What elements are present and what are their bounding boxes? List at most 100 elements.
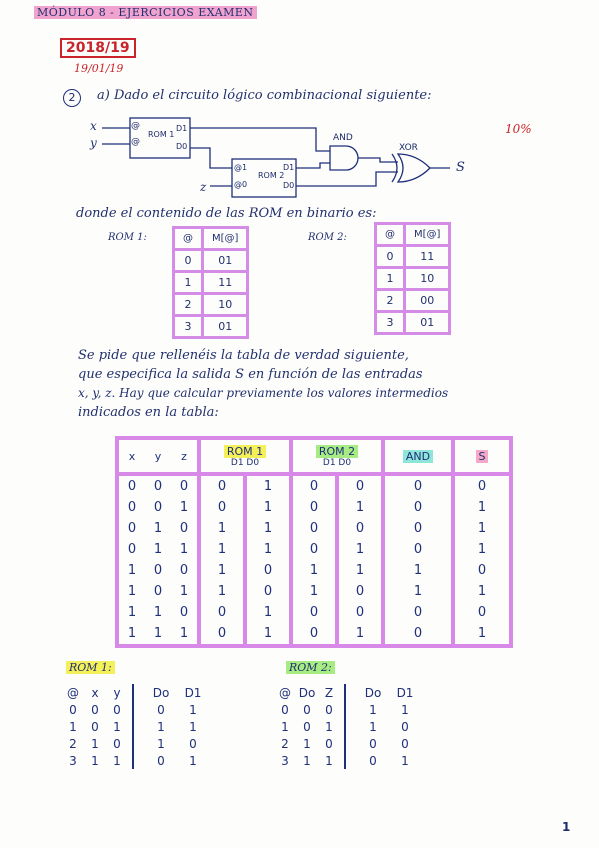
truth-table-cell: 0	[289, 602, 339, 623]
question-text: Se pide que rellenéis la tabla de verdad…	[78, 346, 578, 422]
input-y-label: y	[90, 136, 97, 150]
truth-table-cell: 0	[153, 479, 163, 494]
rom2-box	[231, 158, 297, 198]
truth-table-cell: 1	[243, 474, 293, 497]
truth-table-cell: 0	[197, 623, 247, 648]
col-rom2: ROM 2 D1 D0	[289, 436, 385, 476]
truth-table-cell: 0	[381, 623, 455, 648]
truth-table-cell: 0	[243, 581, 293, 602]
truth-table-cell: 0	[289, 623, 339, 648]
rom1-addr-hi: @	[131, 121, 140, 131]
truth-table-cell: 0	[451, 474, 513, 497]
truth-table-cell: 0	[153, 563, 163, 578]
rom1-d1: D1	[176, 124, 188, 133]
col-x: x	[115, 436, 145, 476]
and-label: AND	[333, 133, 353, 143]
and-gate	[329, 145, 359, 171]
truth-table-cell: 1	[115, 623, 145, 648]
question-line-2: que especifica la salida S en función de…	[78, 367, 423, 382]
rom1-title: ROM 1:	[108, 232, 147, 243]
col-y: y	[145, 436, 171, 476]
truth-table-cell: 0	[115, 518, 145, 539]
truth-table-cell: 0	[289, 497, 339, 518]
rom1-d0: D0	[176, 142, 188, 151]
truth-table-cell: 1	[335, 623, 385, 648]
truth-table-cell: 1	[153, 605, 163, 620]
col-s: S	[451, 436, 513, 476]
rom2-label: ROM 2	[258, 171, 285, 180]
page-number: 1	[562, 820, 571, 834]
truth-table-cell: 0	[381, 602, 455, 623]
module-title: MÓDULO 8 - EJERCICIOS EXAMEN	[34, 6, 257, 19]
truth-table-cell: 0	[289, 539, 339, 560]
truth-table-cell: 1	[115, 602, 145, 623]
rom1-addr-lo: @	[131, 137, 140, 147]
output-s-label: S	[456, 160, 465, 175]
question-line-3: x, y, z. Hay que calcular previamente lo…	[78, 386, 449, 400]
truth-table-cell: 1	[335, 539, 385, 560]
truth-table-cell: 0	[115, 474, 145, 497]
truth-table-cell: 1	[243, 497, 293, 518]
exercise-statement: a) Dado el circuito lógico combinacional…	[97, 88, 432, 103]
truth-table-cell: 1	[335, 497, 385, 518]
workings-rom2-title: ROM 2:	[286, 661, 335, 674]
exercise-number: 2	[63, 89, 81, 107]
truth-table-cell: 0	[335, 581, 385, 602]
truth-table-cell: 0	[289, 474, 339, 497]
input-x-label: x	[90, 119, 97, 133]
truth-table-cell: 1	[381, 581, 455, 602]
truth-table-cell: 0	[451, 602, 513, 623]
rom1-label: ROM 1	[148, 130, 175, 139]
circuit-diagram	[102, 117, 450, 198]
truth-table-cell: 0	[171, 602, 201, 623]
rom2-addr-lo: @0	[234, 180, 248, 189]
truth-table-cell: 1	[381, 560, 455, 581]
truth-table-cell: 0	[381, 497, 455, 518]
rom1-box	[129, 117, 191, 159]
truth-table-cell: 1	[451, 623, 513, 648]
truth-table-cell: 1	[451, 497, 513, 518]
truth-table-cell: 1	[243, 539, 293, 560]
truth-table-cell: 0	[335, 474, 385, 497]
xor-label: XOR	[399, 143, 418, 153]
rom2-addr-hi: @1	[234, 163, 248, 172]
truth-table-cell: 0	[381, 518, 455, 539]
col-and: AND	[381, 436, 455, 476]
col-z: z	[171, 436, 201, 476]
rom2-d1: D1	[283, 163, 295, 172]
truth-table-cell: 0	[289, 518, 339, 539]
truth-table-cell: 1	[171, 623, 201, 648]
score-label: 10%	[505, 122, 532, 136]
question-line-4: indicados en la tabla:	[78, 405, 219, 420]
truth-table-cell: 1	[197, 539, 247, 560]
truth-table-cell: 0	[197, 497, 247, 518]
truth-table-cell: 0	[115, 497, 145, 518]
truth-table-cell: 1	[153, 542, 163, 557]
truth-table-cell: 0	[451, 560, 513, 581]
truth-table-cell: 1	[171, 581, 201, 602]
truth-table-cell: 1	[197, 581, 247, 602]
truth-table-cell: 0	[171, 518, 201, 539]
truth-table-cell: 1	[197, 518, 247, 539]
truth-table-cell: 1	[115, 560, 145, 581]
truth-table-cell: 0	[153, 584, 163, 599]
rom2-d0: D0	[283, 181, 295, 190]
truth-table-cell: 1	[171, 539, 201, 560]
truth-table-cell: 0	[197, 474, 247, 497]
truth-table-cell: 1	[451, 518, 513, 539]
truth-table-cell: 1	[171, 497, 201, 518]
